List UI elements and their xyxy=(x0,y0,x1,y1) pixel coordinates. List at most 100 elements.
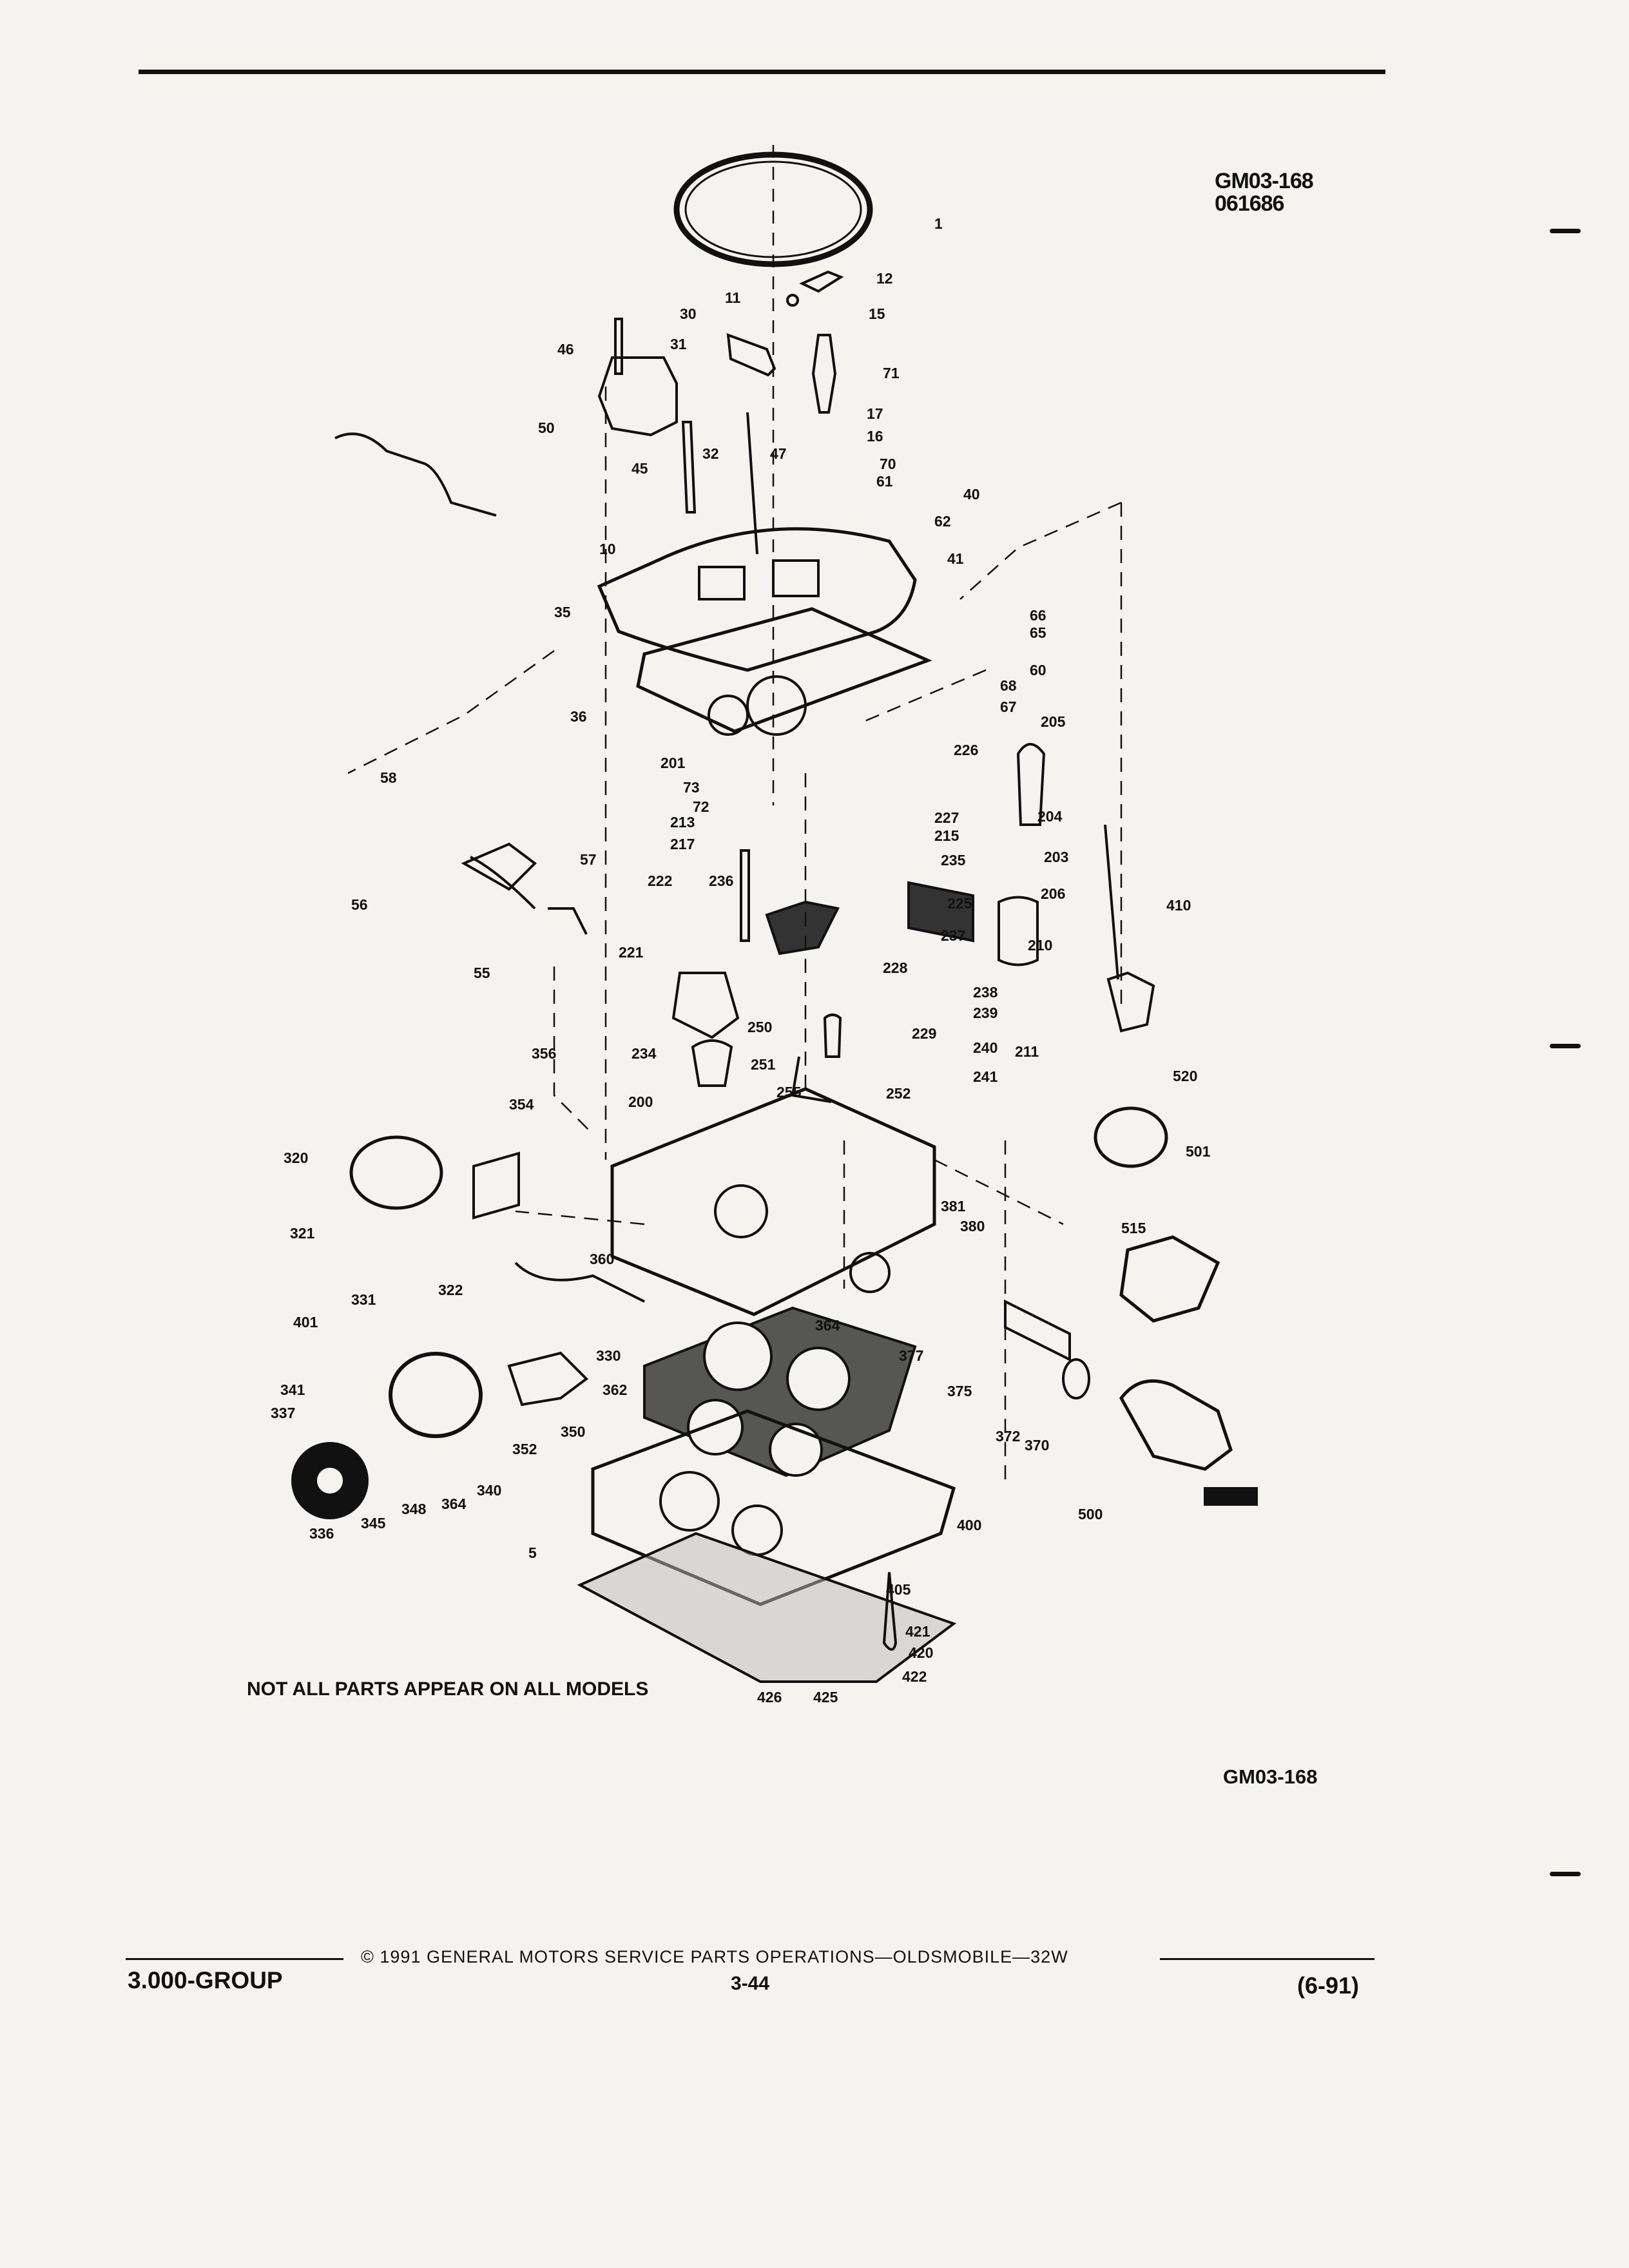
callout-410: 410 xyxy=(1166,897,1191,914)
rod-part-58 xyxy=(334,432,497,517)
callout-228: 228 xyxy=(883,959,908,976)
callout-227: 227 xyxy=(934,809,959,826)
callout-210: 210 xyxy=(1028,937,1052,954)
base-plate-part-5 xyxy=(577,1532,957,1683)
callout-345: 345 xyxy=(361,1515,386,1532)
callout-12: 12 xyxy=(876,270,893,287)
callout-1: 1 xyxy=(934,215,943,232)
callout-46: 46 xyxy=(557,341,574,358)
callout-380: 380 xyxy=(960,1218,985,1235)
rod-part-213 xyxy=(740,849,750,942)
revision-date: (6-91) xyxy=(1297,1972,1360,1999)
callout-236: 236 xyxy=(709,872,733,889)
gasket-part-201 xyxy=(636,607,932,733)
callout-55: 55 xyxy=(474,965,490,981)
figure-code: 061686 xyxy=(1215,191,1284,216)
part-illustrations xyxy=(291,145,1258,1683)
callout-205: 205 xyxy=(1041,713,1066,730)
callout-356: 356 xyxy=(532,1045,556,1062)
spring-part-206 xyxy=(998,896,1039,966)
cup-part-234 xyxy=(691,1039,733,1087)
callout-251: 251 xyxy=(751,1056,776,1073)
idle-switch-part-500 xyxy=(1119,1379,1233,1471)
figure-id-bottom: GM03-168 xyxy=(1223,1765,1318,1788)
callout-322: 322 xyxy=(438,1282,463,1298)
callout-354: 354 xyxy=(509,1096,534,1113)
vacuum-break-part-320 xyxy=(349,1135,443,1210)
callout-239: 239 xyxy=(973,1004,998,1021)
callout-226: 226 xyxy=(954,742,978,758)
callout-238: 238 xyxy=(973,984,998,1001)
callout-234: 234 xyxy=(631,1045,657,1062)
binder-mark xyxy=(1550,1044,1581,1048)
callout-340: 340 xyxy=(477,1482,501,1499)
vacuum-break-part-520 xyxy=(1094,1106,1168,1168)
binder-mark xyxy=(1550,229,1581,233)
callout-215: 215 xyxy=(934,827,959,844)
callout-341: 341 xyxy=(280,1381,305,1398)
callout-372: 372 xyxy=(996,1428,1020,1445)
callout-364: 364 xyxy=(441,1495,467,1512)
callout-360: 360 xyxy=(590,1251,614,1267)
throttle-body-part-400 xyxy=(591,1409,956,1606)
screw-part-46 xyxy=(614,318,623,375)
callout-70: 70 xyxy=(880,456,896,472)
callout-426: 426 xyxy=(757,1689,782,1706)
callout-47: 47 xyxy=(770,445,787,462)
screw-part-45 xyxy=(681,421,697,514)
callout-352: 352 xyxy=(512,1441,537,1457)
figure-id: GM03-168 xyxy=(1215,169,1314,193)
callout-5: 5 xyxy=(528,1544,537,1561)
callout-422: 422 xyxy=(902,1668,927,1685)
callout-16: 16 xyxy=(867,428,883,445)
callout-30: 30 xyxy=(680,305,697,322)
rod-part-410 xyxy=(1104,824,1119,980)
shaft-part-375 xyxy=(1004,1299,1071,1362)
callout-331: 331 xyxy=(351,1291,376,1308)
callout-72: 72 xyxy=(693,798,709,815)
callout-400: 400 xyxy=(957,1517,981,1533)
callout-58: 58 xyxy=(380,769,397,786)
callout-225: 225 xyxy=(947,895,972,912)
binder-mark xyxy=(1550,1872,1581,1876)
top-rule xyxy=(139,70,1385,74)
callout-15: 15 xyxy=(869,305,885,322)
callout-421: 421 xyxy=(905,1623,930,1640)
callout-237: 237 xyxy=(941,927,965,944)
link-part-57 xyxy=(548,907,588,935)
callout-35: 35 xyxy=(554,604,571,620)
page-number: 3-44 xyxy=(731,1973,770,1994)
callout-401: 401 xyxy=(293,1314,318,1331)
assembly-lines xyxy=(347,387,1123,1482)
callout-501: 501 xyxy=(1186,1143,1211,1160)
callout-250: 250 xyxy=(747,1019,772,1035)
callout-36: 36 xyxy=(570,708,587,725)
callout-57: 57 xyxy=(580,851,597,868)
callout-241: 241 xyxy=(973,1068,998,1085)
callout-370: 370 xyxy=(1025,1437,1049,1454)
callout-252: 252 xyxy=(886,1085,911,1102)
solenoid-part-515 xyxy=(1119,1235,1220,1323)
callout-61: 61 xyxy=(876,473,893,490)
footer-rule xyxy=(126,1958,343,1960)
callout-66: 66 xyxy=(1030,607,1046,624)
callout-255: 255 xyxy=(776,1084,802,1100)
callout-73: 73 xyxy=(683,779,700,796)
callout-206: 206 xyxy=(1041,885,1065,902)
callout-200: 200 xyxy=(628,1093,653,1110)
copyright-line: © 1991 GENERAL MOTORS SERVICE PARTS OPER… xyxy=(361,1947,1068,1966)
pump-part-222 xyxy=(671,972,740,1039)
callout-500: 500 xyxy=(1078,1506,1103,1523)
callout-217: 217 xyxy=(670,836,695,852)
callout-67: 67 xyxy=(1000,698,1017,715)
callout-45: 45 xyxy=(631,460,648,477)
plug-part-370 xyxy=(1062,1358,1090,1399)
callout-330: 330 xyxy=(596,1347,621,1364)
float-bowl-part-200 xyxy=(610,1087,936,1316)
rod-part-205 xyxy=(1016,743,1046,826)
gasket-part-255 xyxy=(791,1056,832,1103)
callout-68: 68 xyxy=(1000,677,1017,694)
valve-part-15 xyxy=(811,334,837,414)
